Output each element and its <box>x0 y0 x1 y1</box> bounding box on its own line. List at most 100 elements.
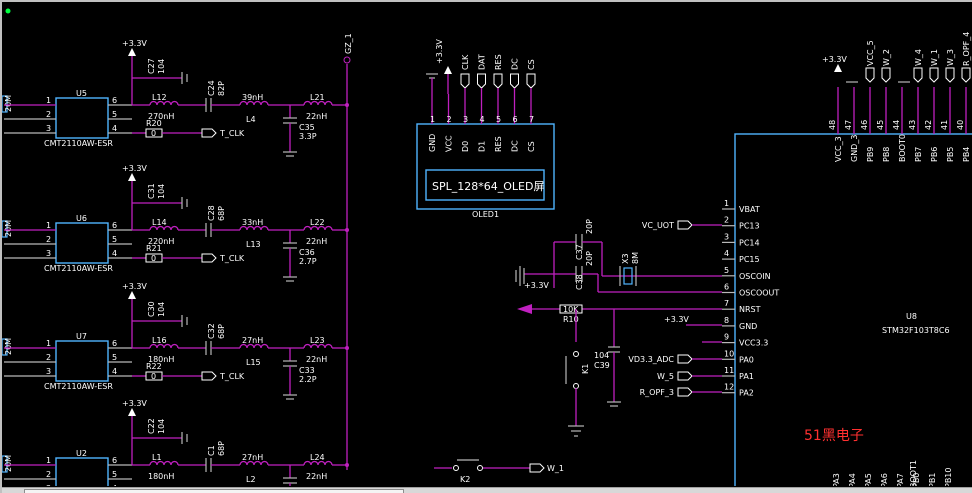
module-body <box>55 340 109 382</box>
coupling-ref: C1 <box>207 445 216 456</box>
module-pin-number: 2 <box>46 470 51 479</box>
scrollbar-thumb[interactable] <box>24 489 404 493</box>
oled-pin-number: 6 <box>513 115 518 124</box>
module-ref: U6 <box>76 214 87 223</box>
net-flag-label: T_CLK <box>219 372 245 381</box>
inductor-coil <box>303 460 333 466</box>
module-pin-number: 1 <box>46 339 51 348</box>
shunt-cap-value: 3.3P <box>299 132 317 141</box>
oled-pin-name: RES <box>494 136 503 152</box>
oled-title: SPL_128*64_OLED屏 <box>432 180 544 193</box>
mcu-pin-name: PB8 <box>882 147 891 162</box>
horizontal-scrollbar[interactable] <box>2 487 972 493</box>
module-ref: U7 <box>76 332 87 341</box>
svg-text:K2: K2 <box>460 475 470 484</box>
mcu-pin-name: GND <box>739 322 757 331</box>
supply-arrow <box>128 48 136 56</box>
inductor-ref: L15 <box>246 358 261 367</box>
module-pin-number: 4 <box>112 484 117 486</box>
mcu-pin-name: PC13 <box>739 222 760 231</box>
mcu-bottom-pin-name: PA3 <box>832 473 841 486</box>
supply-label: +3.3V <box>122 282 147 291</box>
oled-net-flag <box>510 73 519 89</box>
svg-text:20P: 20P <box>585 219 594 234</box>
mcu-left-pins: 1VBAT2PC133PC144PC155OSCOIN6OSCOOUT7NRST… <box>722 199 779 398</box>
oled-display[interactable]: SPL_128*64_OLED屏 OLED1 1GND2VCC3D0CLK4D1… <box>416 39 555 219</box>
mcu-pin-number: 8 <box>724 316 729 325</box>
coupling-value: 68P <box>217 206 226 221</box>
supply-label: +3.3V <box>122 164 147 173</box>
oled-pin-name: D1 <box>478 141 487 152</box>
inductor-coil <box>149 460 179 466</box>
module-body <box>55 97 109 139</box>
inductor-ref: L24 <box>310 453 325 462</box>
inductor-ref: L13 <box>246 240 261 249</box>
mcu-bottom-pin-name: PA5 <box>864 473 873 486</box>
junction-dot <box>345 463 349 467</box>
inductor-coil <box>149 100 179 106</box>
mcu-net-label: VD3.3_ADC <box>628 355 674 364</box>
mcu-net-flag <box>677 371 693 381</box>
shunt-cap-value: 2.7P <box>299 257 317 266</box>
inductor-value: 27nH <box>242 336 263 345</box>
mcu-top-pins: 48VCC_347GND_346PB945PB844BOOT043PB742PB… <box>822 32 971 162</box>
mcu-top-net-label: W_3 <box>946 49 955 66</box>
rf-module-u2[interactable]: 20MU2123654+3.3VC22104L1180nHC168P27nHL2… <box>2 399 349 486</box>
mcu-pin-number: 44 <box>892 120 901 130</box>
resistor-ref: R21 <box>146 244 162 253</box>
coupling-ref: C32 <box>207 323 216 339</box>
module-pin-number: 4 <box>112 124 117 133</box>
mcu-bottom-boot-label: BOOT1 <box>909 460 918 486</box>
inductor-coil <box>149 343 179 349</box>
mcu-pin-number: 3 <box>724 232 729 241</box>
module-pin-number: 3 <box>46 124 51 133</box>
antenna-net-label: GZ_1 <box>344 33 353 54</box>
antenna-port <box>343 56 351 64</box>
mcu-top-net-flag <box>881 67 891 83</box>
oled-pin-number: 2 <box>447 115 452 124</box>
oled-net-label: CLK <box>461 54 470 70</box>
mcu-chip[interactable]: U8 STM32F103T8C6 1VBAT2PC133PC144PC155OS… <box>722 32 972 486</box>
module-decoupling-value: 104 <box>157 184 166 199</box>
svg-text:C37: C37 <box>575 244 584 260</box>
mcu-bottom-pin-name: PA7 <box>896 473 905 486</box>
module-decoupling-ref: C22 <box>147 418 156 434</box>
oled-ref: OLED1 <box>472 210 499 219</box>
module-pin-number: 3 <box>46 249 51 258</box>
module-pin-number: 4 <box>112 249 117 258</box>
inductor-ref: L2 <box>246 475 256 484</box>
inductor-value: 220nH <box>148 237 174 246</box>
oled-pin-number: 4 <box>480 115 485 124</box>
module-pin-number: 5 <box>112 110 117 119</box>
module-part: CMT2110AW-ESR <box>44 382 113 391</box>
mcu-pin-name: PA0 <box>739 355 754 364</box>
mcu-pin-name: OSCOOUT <box>739 289 779 298</box>
svg-text:20P: 20P <box>585 251 594 266</box>
mcu-pin-name: PB5 <box>946 147 955 162</box>
shunt-cap-ref: C35 <box>299 123 315 132</box>
inductor-value: 39nH <box>242 93 263 102</box>
module-crystal-stub <box>2 95 8 113</box>
mcu-pin-name: PB9 <box>866 147 875 162</box>
mcu-net-label: VC_UOT <box>642 221 674 230</box>
module-decoupling-ref: C30 <box>147 301 156 317</box>
inductor-ref: L14 <box>152 218 167 227</box>
module-crystal-label: 20M <box>4 338 13 355</box>
supply-arrow <box>128 291 136 299</box>
oled-net-flag <box>460 73 470 89</box>
svg-text:R10: R10 <box>563 315 579 324</box>
inductor-value: 22nH <box>306 112 327 121</box>
mcu-top-net-label: W_2 <box>882 49 891 66</box>
mcu-pin-number: 4 <box>724 249 729 258</box>
origin-marker <box>5 8 11 14</box>
brand-watermark: 51黑电子 <box>804 428 864 444</box>
mcu-pin-number: 48 <box>828 120 837 130</box>
module-part: CMT2110AW-ESR <box>44 139 113 148</box>
